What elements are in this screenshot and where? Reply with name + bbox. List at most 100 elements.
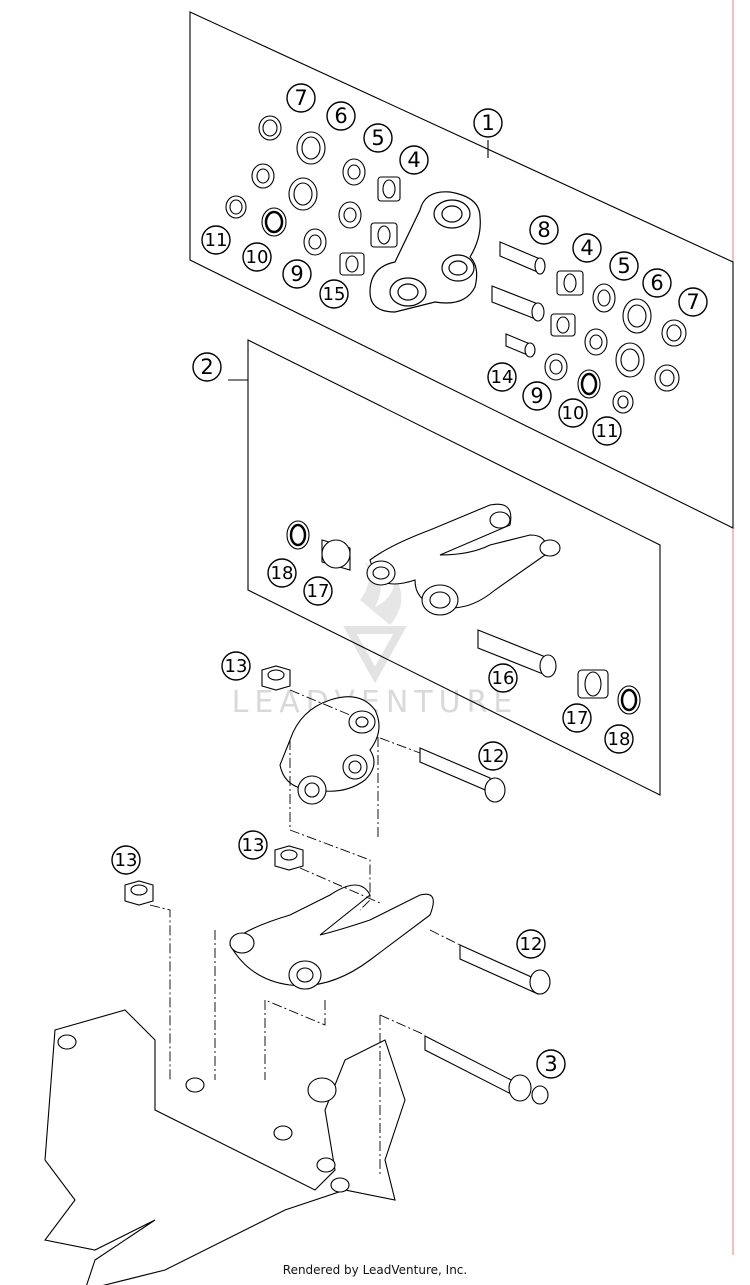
callout-17: 17 xyxy=(303,576,333,606)
callout-12: 12 xyxy=(516,929,546,959)
callout-18: 18 xyxy=(604,724,634,754)
callout-circle xyxy=(267,558,297,588)
callout-label: 2 xyxy=(200,355,213,379)
callout-label: 13 xyxy=(242,835,265,856)
callout-circle xyxy=(319,279,349,309)
callout-circle xyxy=(473,108,503,138)
callout-label: 10 xyxy=(562,403,585,424)
callout-label: 9 xyxy=(530,384,543,408)
callout-label: 17 xyxy=(307,581,330,602)
callout-label: 12 xyxy=(520,934,543,955)
callout-label: 6 xyxy=(334,104,347,128)
callouts: 1765411109158456714910112181716171813121… xyxy=(111,83,708,1079)
callout-13: 13 xyxy=(111,845,141,875)
callout-1: 1 xyxy=(473,108,503,138)
callout-circle xyxy=(399,145,429,175)
callout-3: 3 xyxy=(536,1049,566,1079)
callout-16: 16 xyxy=(488,663,518,693)
callout-label: 6 xyxy=(650,271,663,295)
kit-1-right-parts xyxy=(491,241,687,414)
callout-circle xyxy=(478,741,508,771)
assembly-guide-lines xyxy=(149,689,461,1175)
callout-circle xyxy=(572,233,602,263)
callout-11: 11 xyxy=(592,416,622,446)
callout-6: 6 xyxy=(642,268,672,298)
callout-circle xyxy=(516,929,546,959)
callout-circle xyxy=(558,398,588,428)
callout-label: 8 xyxy=(537,218,550,242)
callout-7: 7 xyxy=(286,83,316,113)
lower-assembly xyxy=(44,665,551,1285)
callout-8: 8 xyxy=(529,215,559,245)
callout-circle xyxy=(642,268,672,298)
callout-circle xyxy=(192,352,222,382)
kit-1-left-parts xyxy=(225,115,401,276)
callout-label: 1 xyxy=(481,111,494,135)
callout-13: 13 xyxy=(221,651,251,681)
callout-circle xyxy=(529,215,559,245)
callout-9: 9 xyxy=(282,259,312,289)
callout-15: 15 xyxy=(319,279,349,309)
callout-circle xyxy=(604,724,634,754)
callout-label: 10 xyxy=(246,247,269,268)
kit-1-panel xyxy=(189,11,734,529)
callout-circle xyxy=(238,830,268,860)
callout-label: 13 xyxy=(115,850,138,871)
callout-label: 5 xyxy=(617,254,630,278)
callout-10: 10 xyxy=(242,242,272,272)
callout-circle xyxy=(326,101,356,131)
callout-circle xyxy=(363,123,393,153)
callout-6: 6 xyxy=(326,101,356,131)
callout-label: 11 xyxy=(205,230,228,251)
callout-circle xyxy=(221,651,251,681)
callout-14: 14 xyxy=(487,362,517,392)
callout-label: 9 xyxy=(290,262,303,286)
callout-7: 7 xyxy=(678,287,708,317)
callout-label: 4 xyxy=(407,148,420,172)
callout-label: 18 xyxy=(608,729,631,750)
callout-circle xyxy=(522,381,552,411)
kit-2-panel xyxy=(228,339,661,796)
callout-circle xyxy=(282,259,312,289)
callout-label: 7 xyxy=(686,290,699,314)
callout-label: 16 xyxy=(492,668,515,689)
callout-label: 14 xyxy=(491,367,514,388)
callout-label: 11 xyxy=(596,421,619,442)
footer-credit: Rendered by LeadVenture, Inc. xyxy=(282,1263,468,1277)
callout-5: 5 xyxy=(363,123,393,153)
callout-label: 4 xyxy=(580,236,593,260)
callout-circle xyxy=(488,663,518,693)
callout-label: 7 xyxy=(294,86,307,110)
callout-11: 11 xyxy=(201,225,231,255)
callout-circle xyxy=(536,1049,566,1079)
callout-circle xyxy=(487,362,517,392)
callout-label: 5 xyxy=(371,126,384,150)
callout-17: 17 xyxy=(562,703,592,733)
callout-circle xyxy=(562,703,592,733)
callout-4: 4 xyxy=(399,145,429,175)
callout-label: 12 xyxy=(482,746,505,767)
callout-label: 15 xyxy=(323,284,346,305)
callout-label: 17 xyxy=(566,708,589,729)
callout-label: 3 xyxy=(544,1052,557,1076)
callout-circle xyxy=(678,287,708,317)
callout-12: 12 xyxy=(478,741,508,771)
kit-2-parts xyxy=(286,503,641,715)
callout-2: 2 xyxy=(192,352,222,382)
callout-circle xyxy=(303,576,333,606)
callout-label: 18 xyxy=(271,563,294,584)
callout-circle xyxy=(609,251,639,281)
callout-circle xyxy=(111,845,141,875)
callout-circle xyxy=(286,83,316,113)
callout-label: 13 xyxy=(225,656,248,677)
callout-18: 18 xyxy=(267,558,297,588)
kit-1-rocker xyxy=(369,191,481,313)
callout-circle xyxy=(592,416,622,446)
callout-13: 13 xyxy=(238,830,268,860)
callout-circle xyxy=(242,242,272,272)
callout-circle xyxy=(201,225,231,255)
callout-5: 5 xyxy=(609,251,639,281)
callout-9: 9 xyxy=(522,381,552,411)
callout-10: 10 xyxy=(558,398,588,428)
